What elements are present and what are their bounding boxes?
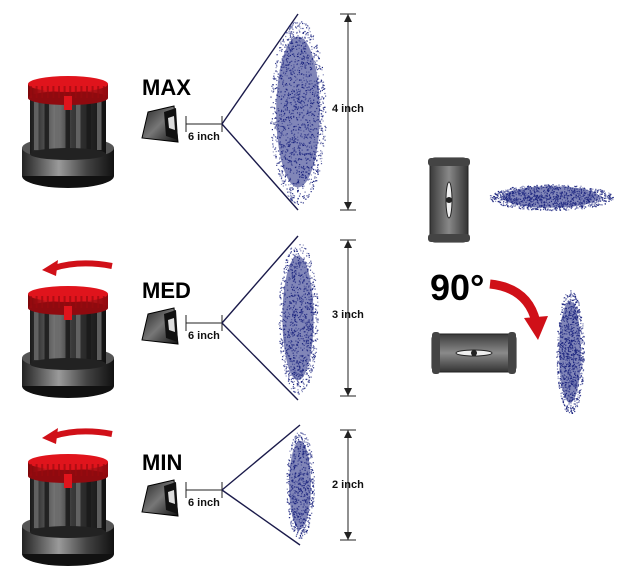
spray-row-med: MED 6 inch 3 inch	[22, 235, 364, 401]
setting-label: MED	[142, 278, 191, 303]
nozzle-body-horizontal	[431, 332, 517, 374]
spray-row-min: MIN 6 inch 2 inch	[22, 424, 364, 566]
distance-label: 6 inch	[188, 497, 220, 509]
turn-arrow-icon	[42, 428, 113, 444]
spray-pattern-horizontal	[489, 184, 614, 212]
spray-pattern	[278, 244, 319, 395]
adjustment-knob-icon	[22, 454, 114, 566]
height-label: 2 inch	[332, 479, 364, 491]
setting-label: MIN	[142, 450, 182, 475]
rotation-demo: 90°	[428, 157, 614, 414]
spray-pattern	[286, 432, 315, 539]
spray-nozzle-icon	[141, 479, 179, 517]
rotation-arrow-icon	[489, 279, 548, 340]
distance-label: 6 inch	[188, 131, 220, 143]
turn-arrow-icon	[42, 260, 113, 276]
setting-label: MAX	[142, 75, 191, 100]
spray-pattern	[270, 21, 327, 205]
rotation-angle-label: 90°	[430, 267, 484, 308]
adjustment-knob-icon	[22, 76, 114, 188]
spray-row-max: MAX 6 inch 4 inch	[22, 13, 364, 211]
nozzle-body-vertical	[428, 157, 470, 243]
height-label: 3 inch	[332, 309, 364, 321]
spray-nozzle-icon	[141, 105, 179, 143]
height-label: 4 inch	[332, 103, 364, 115]
adjustment-knob-icon	[22, 286, 114, 398]
spray-pattern-vertical	[556, 290, 585, 414]
spray-nozzle-icon	[141, 307, 179, 345]
distance-label: 6 inch	[188, 330, 220, 342]
